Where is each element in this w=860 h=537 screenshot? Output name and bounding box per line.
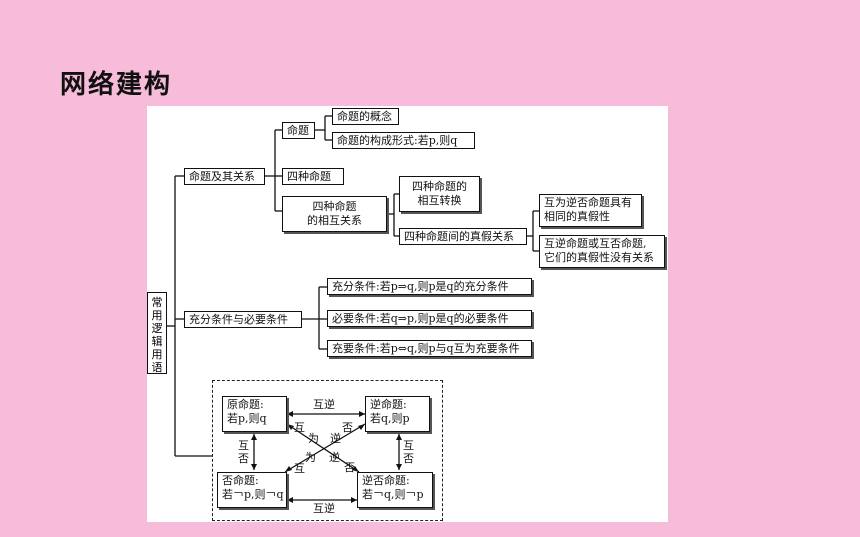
- diag1-label-b: 为: [308, 432, 319, 445]
- diag1-label-a: 互: [294, 421, 305, 434]
- node-four-relations: 四种命题 的相互关系: [282, 196, 387, 232]
- rel-right-label-2: 否: [403, 452, 414, 465]
- node-propositions: 命题及其关系: [184, 168, 265, 185]
- root-char: 用: [151, 348, 163, 361]
- concept-map-panel: 常 用 逻 辑 用 语 命题及其关系 命题 命题的概念 命题的构成形式:若p,则…: [147, 106, 668, 522]
- node-inverse: 否命题: 若￢p,则￢q: [217, 472, 287, 508]
- node-both: 充要条件:若p⇔q,则p与q互为充要条件: [327, 340, 532, 357]
- node-conditions: 充分条件与必要条件: [184, 311, 302, 328]
- node-same-truth-line2: 相同的真假性: [544, 210, 610, 223]
- node-converse-line2: 若q,则p: [370, 412, 410, 425]
- node-contrapositive: 逆否命题: 若￢q,则￢p: [357, 472, 433, 508]
- node-original-line1: 原命题:: [227, 398, 264, 411]
- node-proposition: 命题: [282, 122, 315, 139]
- node-proposition-form: 命题的构成形式:若p,则q: [332, 132, 475, 149]
- root-char: 逻: [151, 322, 163, 335]
- node-conversion-line1: 四种命题的: [412, 180, 467, 193]
- node-truth-relations: 四种命题间的真假关系: [399, 228, 527, 245]
- node-original-line2: 若p,则q: [227, 412, 267, 425]
- rel-top-label: 互逆: [313, 398, 335, 411]
- diag2-label-b: 为: [305, 451, 316, 464]
- root-node: 常 用 逻 辑 用 语: [147, 292, 167, 374]
- node-no-relation-line2: 它们的真假性没有关系: [544, 251, 654, 264]
- node-contrapositive-line2: 若￢q,则￢p: [362, 488, 424, 501]
- node-four-relations-line2: 的相互关系: [307, 214, 362, 227]
- page-title: 网络建构: [60, 70, 173, 100]
- node-inverse-line1: 否命题:: [222, 474, 259, 487]
- node-no-relation-line1: 互逆命题或互否命题,: [544, 237, 647, 250]
- node-necessary: 必要条件:若q⇒p,则p是q的必要条件: [327, 310, 532, 327]
- node-original: 原命题: 若p,则q: [222, 396, 287, 432]
- diag2-label-d: 否: [342, 421, 353, 434]
- diag2-label-a: 互: [294, 462, 305, 475]
- node-contrapositive-line1: 逆否命题:: [362, 474, 410, 487]
- root-char: 常: [151, 296, 163, 309]
- node-no-relation: 互逆命题或互否命题, 它们的真假性没有关系: [539, 235, 665, 268]
- rel-bottom-label: 互逆: [313, 502, 335, 515]
- node-converse-line1: 逆命题:: [370, 398, 407, 411]
- rel-right-label-1: 互: [403, 439, 414, 452]
- diag1-label-d: 否: [344, 461, 355, 474]
- node-same-truth-line1: 互为逆否命题具有: [544, 196, 632, 209]
- node-sufficient: 充分条件:若p⇒q,则p是q的充分条件: [327, 278, 532, 295]
- diag1-label-c: 逆: [329, 451, 340, 464]
- four-propositions-square: [212, 380, 443, 521]
- root-char: 用: [151, 309, 163, 322]
- node-four-relations-line1: 四种命题: [312, 200, 357, 213]
- root-char: 辑: [151, 335, 163, 348]
- node-four-propositions: 四种命题: [282, 168, 344, 185]
- node-inverse-line2: 若￢p,则￢q: [222, 488, 284, 501]
- node-converse: 逆命题: 若q,则p: [365, 396, 430, 432]
- node-conversion: 四种命题的 相互转换: [399, 176, 480, 212]
- node-same-truth: 互为逆否命题具有 相同的真假性: [539, 194, 642, 227]
- node-proposition-concept: 命题的概念: [332, 108, 399, 125]
- root-char: 语: [151, 361, 163, 374]
- rel-left-label-1: 互: [238, 439, 249, 452]
- rel-left-label-2: 否: [238, 452, 249, 465]
- diag2-label-c: 逆: [330, 432, 341, 445]
- node-conversion-line2: 相互转换: [417, 194, 462, 207]
- connector-lines: [167, 115, 539, 503]
